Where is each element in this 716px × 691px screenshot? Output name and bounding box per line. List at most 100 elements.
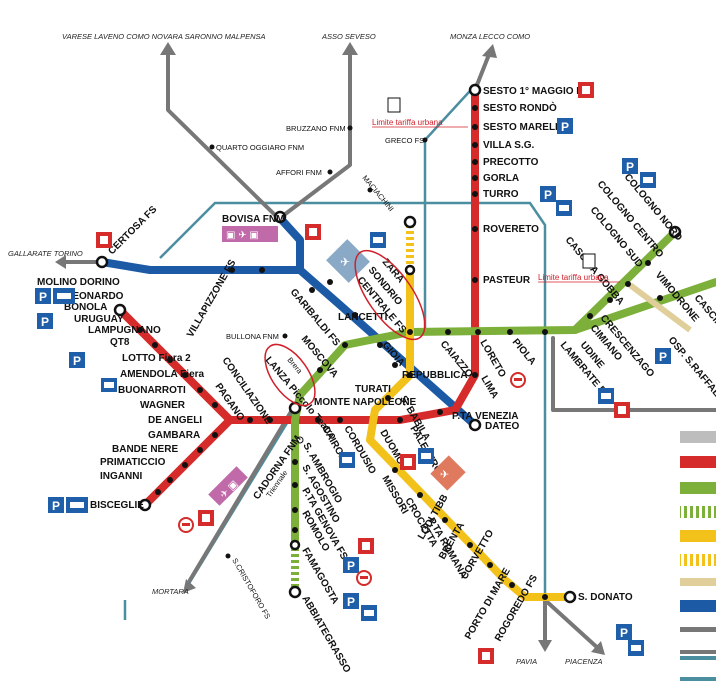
station-greco: GRECO FS (385, 136, 424, 145)
train-airport-icon (222, 226, 278, 242)
station-bullona: BULLONA FNM (226, 332, 279, 341)
station-molino-dorino: MOLINO DORINO (37, 277, 120, 288)
legend-swatch (680, 656, 716, 660)
station-uruguay: URUGUAY (74, 314, 124, 325)
station-dateo: DATEO (485, 421, 519, 432)
dest-pavia: PAVIA (516, 657, 537, 666)
interchange-circles (95, 83, 682, 604)
tariff-limit-label-1: Limite tariffa urbana (372, 118, 443, 127)
legend-swatch (680, 482, 716, 494)
station-lampugnano: LAMPUGNANO (88, 325, 161, 336)
station-lotto: LOTTO Fiera 2 (122, 353, 191, 364)
legend-swatch (680, 554, 716, 566)
parking-icon (343, 593, 359, 609)
dest-south-west: MORTARA (152, 587, 189, 596)
station-bande-nere: BANDE NERE (112, 444, 178, 455)
legend-swatch (680, 431, 716, 443)
passante-line (98, 214, 479, 429)
train-icon (387, 97, 401, 113)
station-gorla: GORLA (483, 173, 519, 184)
legend-swatch (680, 650, 716, 654)
station-bonola: BONOLA (64, 302, 107, 313)
svg-text:✈: ✈ (340, 255, 350, 269)
station-villa-sg: VILLA S.G. (483, 140, 535, 151)
station-buonarroti: BUONARROTI (118, 385, 186, 396)
svg-text:▣ ✈ ▣: ▣ ✈ ▣ (226, 230, 259, 241)
station-labels: SESTO 1° MAGGIO FS SESTO RONDÒ SESTO MAR… (37, 86, 716, 675)
svg-text:P: P (620, 626, 628, 640)
legend-swatch (680, 530, 716, 542)
station-s-leonardo: S. LEONARDO (54, 291, 124, 302)
dest-north: ASSO SEVESO (321, 32, 376, 41)
legend-swatch (680, 456, 716, 468)
parking-icon (622, 158, 638, 174)
station-lancetti: LANCETTI (338, 312, 388, 323)
svg-text:P: P (41, 315, 49, 329)
legend-swatch (680, 600, 716, 612)
station-dots (137, 105, 663, 600)
station-wagner: WAGNER (140, 400, 186, 411)
tariff-limit-1: Limite tariffa urbana (372, 97, 468, 128)
station-sesto-marelli: SESTO MARELLI (483, 122, 564, 133)
svg-text:P: P (347, 595, 355, 609)
legend-swatch (680, 677, 716, 681)
svg-text:P: P (39, 290, 47, 304)
station-pasteur: PASTEUR (483, 275, 531, 286)
legend (680, 431, 716, 681)
parking-icon (343, 557, 359, 573)
station-s-donato: S. DONATO (578, 592, 633, 603)
station-inganni: INGANNI (100, 471, 142, 482)
station-amendola: AMENDOLA Fiera (120, 369, 205, 380)
legend-swatch (680, 627, 716, 632)
station-piola: PIOLA (510, 337, 538, 367)
service-icons: P P P P ▣ ✈ ▣ ✈ (35, 82, 671, 664)
station-de-angeli: DE ANGELI (148, 415, 202, 426)
station-affori: AFFORI FNM (276, 168, 322, 177)
svg-text:P: P (626, 160, 634, 174)
station-venezia: P.TA VENEZIA (452, 411, 519, 422)
destination-labels: VARESE LAVENO COMO NOVARA SARONNO MALPEN… (8, 32, 603, 666)
station-quarto-oggiaro: QUARTO OGGIARO FNM (216, 143, 304, 152)
parking-icon (616, 624, 632, 640)
station-repubblica: REPUBBLICA (402, 370, 468, 381)
tariff-limit-2: Limite tariffa urbana (538, 253, 620, 283)
dest-north-east: MONZA LECCO COMO (450, 32, 530, 41)
m5-line (628, 282, 692, 333)
parking-icon (48, 497, 64, 513)
airport-icon (326, 239, 370, 283)
station-lima: LIMA (478, 374, 500, 401)
svg-text:P: P (561, 120, 569, 134)
station-qt8: QT8 (110, 337, 130, 348)
station-turro: TURRO (483, 189, 519, 200)
station-bovisa: BOVISA FNM (222, 214, 284, 225)
svg-text:✈: ✈ (440, 469, 449, 481)
svg-text:P: P (544, 188, 552, 202)
tariff-limit-label-2: Limite tariffa urbana (538, 273, 609, 282)
parking-icon (557, 118, 573, 134)
station-sesto-rondo: SESTO RONDÒ (483, 101, 557, 114)
highlight-ellipses (264, 249, 426, 407)
dest-north-west: VARESE LAVENO COMO NOVARA SARONNO MALPEN… (62, 32, 266, 41)
station-primaticcio: PRIMATICCIO (100, 457, 166, 468)
parking-icon (35, 288, 51, 304)
svg-text:P: P (659, 350, 667, 364)
parking-icon (540, 186, 556, 202)
station-certosa: CERTOSA FS (106, 204, 159, 257)
station-maciachini: MACIACHINI (360, 174, 395, 214)
dest-west: GALLARATE TORINO (8, 249, 83, 258)
station-monte-napoleone-1: MONTE NAPOLEONE (314, 397, 417, 408)
station-precotto: PRECOTTO (483, 157, 539, 168)
legend-swatch (680, 506, 716, 518)
station-cologno-sud: COLOGNO SUD (588, 205, 645, 270)
station-loreto: LORETO (477, 338, 507, 380)
station-bisceglie: BISCEGLIE (90, 500, 144, 511)
station-lanza-brera: Brera (285, 356, 304, 376)
svg-text:P: P (347, 559, 355, 573)
station-s-cristoforo: S.CRISTOFORO FS (230, 557, 272, 621)
station-sesto-1-maggio: SESTO 1° MAGGIO FS (483, 86, 589, 97)
station-gambara: GAMBARA (148, 430, 200, 441)
dest-piacenza: PIACENZA (565, 657, 603, 666)
arrows (55, 42, 605, 655)
station-osp-s-raffaele: OSP. S.RAFFAELE (666, 335, 716, 409)
